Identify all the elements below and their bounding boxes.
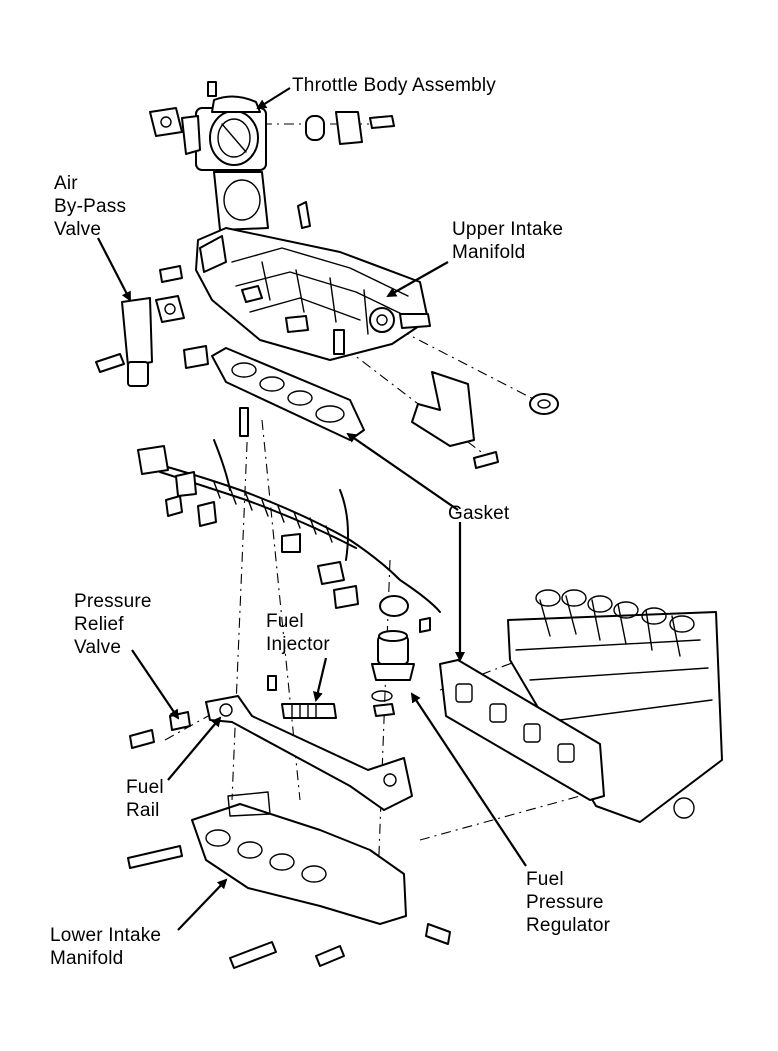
- label-line: Relief: [74, 614, 124, 635]
- label-lower-intake-manifold: Lower Intake Manifold: [50, 924, 161, 970]
- label-line: Air: [54, 173, 78, 194]
- air-bypass-valve: [95, 265, 209, 387]
- label-upper-intake-manifold: Upper Intake Manifold: [452, 218, 563, 264]
- label-line: Rail: [126, 800, 160, 821]
- label-line: Manifold: [452, 242, 526, 263]
- label-line: Regulator: [526, 915, 611, 936]
- label-line: Fuel: [526, 869, 564, 890]
- fuel-rail: [205, 695, 413, 811]
- manifold-bracket: [411, 371, 559, 469]
- fuel-injector: [267, 675, 337, 719]
- label-line: Lower Intake: [50, 925, 162, 946]
- label-line: Fuel: [266, 611, 304, 632]
- label-line: Valve: [54, 219, 102, 240]
- label-throttle-body-assembly: Throttle Body Assembly: [292, 75, 496, 96]
- label-fuel-pressure-regulator: Fuel Pressure Regulator: [526, 868, 610, 937]
- throttle-body-assembly: [149, 81, 395, 231]
- label-line: By-Pass: [54, 196, 127, 217]
- label-fuel-injector: Fuel Injector: [266, 610, 330, 656]
- label-line: Fuel: [126, 777, 164, 798]
- label-line: Valve: [74, 637, 122, 658]
- upper-gasket: [211, 347, 365, 441]
- wiring-harness: [137, 407, 441, 617]
- label-line: Pressure: [74, 591, 152, 612]
- label-gasket: Gasket: [448, 503, 510, 524]
- label-line: Upper Intake: [452, 219, 564, 240]
- label-air-bypass-valve: Air By-Pass Valve: [54, 172, 126, 241]
- label-line: Injector: [266, 634, 330, 655]
- cylinder-head: [439, 589, 723, 823]
- upper-intake-manifold: [195, 227, 431, 361]
- label-line: Pressure: [526, 892, 604, 913]
- lower-intake-manifold: [127, 791, 451, 969]
- pressure-relief-valve: [129, 711, 191, 749]
- fuel-pressure-regulator: [371, 617, 431, 717]
- label-pressure-relief-valve: Pressure Relief Valve: [74, 590, 152, 659]
- label-line: Manifold: [50, 948, 124, 969]
- label-leaders: [97, 87, 527, 931]
- label-fuel-rail: Fuel Rail: [126, 776, 164, 822]
